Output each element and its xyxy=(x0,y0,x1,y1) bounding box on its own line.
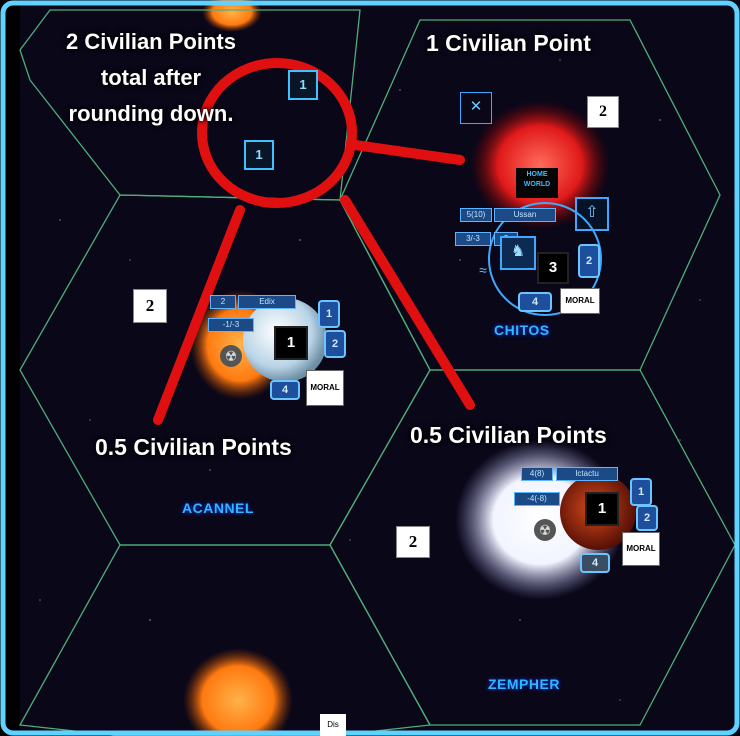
chitos-segment-2: 4 xyxy=(518,292,552,312)
zempher-planet-label: Ictactu xyxy=(556,467,618,481)
chitos-stat-tag-1: 5(10) xyxy=(460,208,492,222)
callout-top-left-line3: rounding down. xyxy=(36,96,266,132)
zempher-value-badge: 2 xyxy=(396,526,430,558)
callout-top-right: 1 Civilian Point xyxy=(426,30,591,57)
callout-mid-right: 0.5 Civilian Points xyxy=(410,422,607,449)
acannel-moral: MORAL xyxy=(306,370,344,406)
zempher-stat-tag-2: -4(-8) xyxy=(514,492,560,506)
chitos-counter[interactable]: 3 xyxy=(537,252,569,284)
chitos-moral: MORAL xyxy=(560,288,600,314)
acannel-stat-tag-1: 2 xyxy=(210,295,236,309)
chitos-value-badge: 2 xyxy=(587,96,619,128)
zempher-moral: MORAL xyxy=(622,532,660,566)
acannel-planet-label: Edix xyxy=(238,295,296,309)
wave-icon: ≈ xyxy=(470,262,496,280)
acannel-name: ACANNEL xyxy=(182,500,254,516)
chitos-planet-label: Ussan xyxy=(494,208,556,222)
chitos-name: CHITOS xyxy=(494,322,550,338)
zempher-segment-3: 4 xyxy=(580,553,610,573)
chitos-segment-1: 2 xyxy=(578,244,600,278)
circle-marker-2[interactable]: 1 xyxy=(244,140,274,170)
radiation-icon: ☢ xyxy=(220,345,242,367)
chitos-stat-tag-2: 3/-3 xyxy=(455,232,491,246)
callout-top-left-line1: 2 Civilian Points xyxy=(36,24,266,60)
fleet-icon[interactable]: ✕ xyxy=(460,92,492,124)
zempher-name: ZEMPHER xyxy=(488,676,560,692)
acannel-segment-1: 1 xyxy=(318,300,340,328)
zempher-segment-1: 1 xyxy=(630,478,652,506)
callout-top-left-line2: total after xyxy=(36,60,266,96)
home-world-label: HOME WORLD xyxy=(516,168,558,198)
acannel-segment-3: 4 xyxy=(270,380,300,400)
callout-mid-left: 0.5 Civilian Points xyxy=(95,434,292,461)
callout-top-left: 2 Civilian Points total after rounding d… xyxy=(36,24,266,132)
acannel-value-badge: 2 xyxy=(133,289,167,323)
circle-marker-1[interactable]: 1 xyxy=(288,70,318,100)
bottom-partial-label: Dis xyxy=(320,714,346,736)
zempher-counter[interactable]: 1 xyxy=(585,492,619,526)
zempher-segment-2: 2 xyxy=(636,505,658,531)
infantry-icon[interactable]: ♞ xyxy=(500,236,536,270)
zempher-stat-tag-1: 4(8) xyxy=(521,467,553,481)
acannel-segment-2: 2 xyxy=(324,330,346,358)
acannel-counter[interactable]: 1 xyxy=(274,326,308,360)
zempher-radiation-icon: ☢ xyxy=(534,519,556,541)
acannel-stat-tag-2: -1/-3 xyxy=(208,318,254,332)
